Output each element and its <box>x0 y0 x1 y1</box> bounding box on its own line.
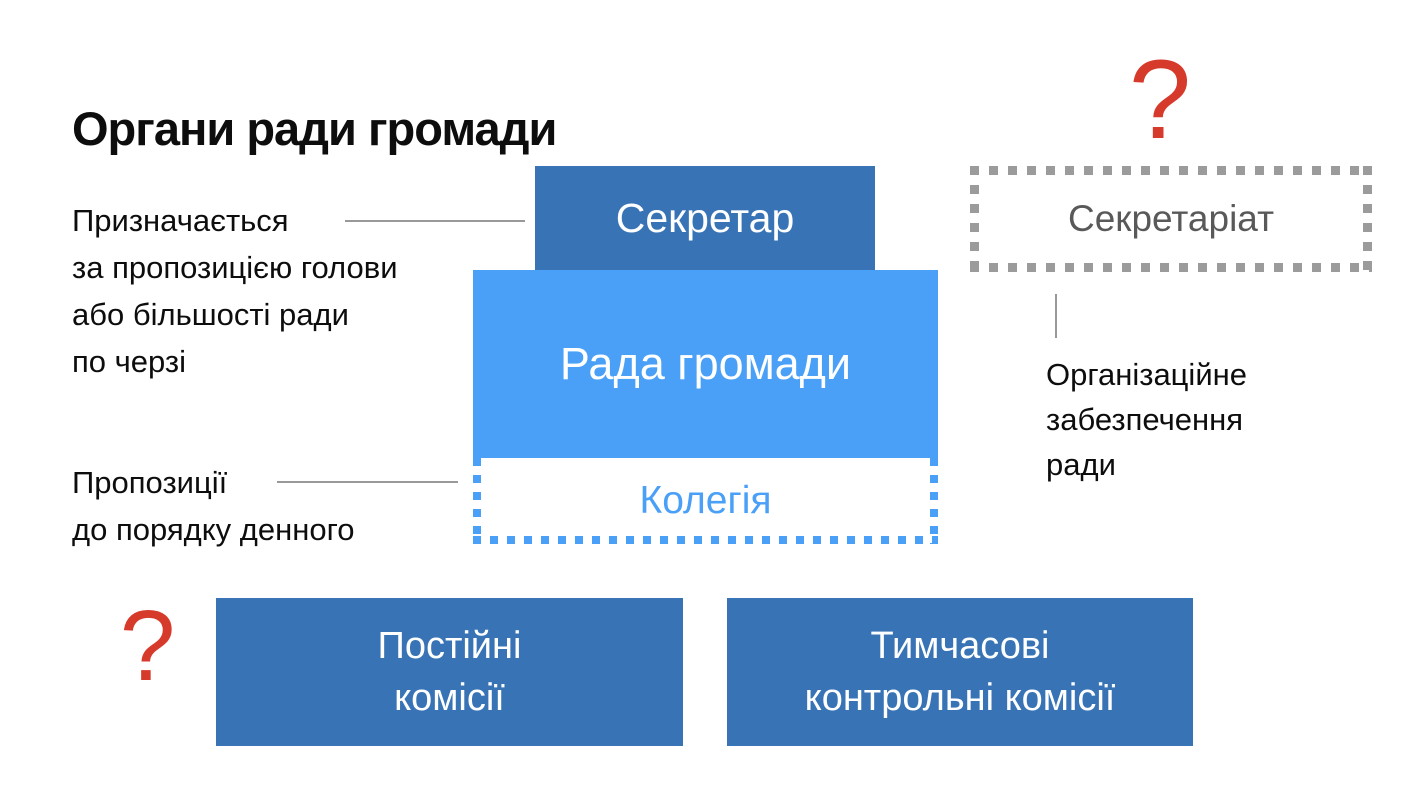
annotation-proposals: Пропозиції до порядку денного <box>72 459 354 553</box>
node-kolehiia: Колегія <box>473 458 938 544</box>
node-tymchasovi-komisii-line1: Тимчасові <box>870 625 1050 667</box>
connector-proposals-to-kolehiia <box>277 481 458 483</box>
node-postiini-komisii: Постійні комісії <box>216 598 683 746</box>
node-sekretar-label: Секретар <box>615 194 795 241</box>
node-sekretar: Секретар <box>535 166 875 270</box>
annotation-org-support-line2: забезпечення <box>1046 402 1244 437</box>
node-rada-hromady-label: Рада громади <box>559 338 852 389</box>
node-tymchasovi-komisii-line2: контрольні комісії <box>804 677 1116 719</box>
annotation-org-support-line3: ради <box>1046 447 1116 482</box>
question-mark-bottom: ? <box>119 590 176 702</box>
annotation-org-support-line1: Організаційне <box>1046 357 1248 392</box>
page-title: Органи ради громади <box>72 102 557 156</box>
annotation-proposals-line2: до порядку денного <box>72 512 355 547</box>
connector-sekretariat-to-orgsupport <box>1055 294 1057 338</box>
node-postiini-komisii-line1: Постійні <box>377 625 522 667</box>
node-sekretariat-label: Секретаріат <box>1067 198 1275 239</box>
annotation-appointment-line3: або більшості ради <box>72 297 349 332</box>
annotation-appointment-line1: Призначається <box>72 203 289 238</box>
annotation-org-support: Організаційне забезпечення ради <box>1046 352 1247 487</box>
annotation-proposals-line1: Пропозиції <box>72 465 228 500</box>
question-mark-top: ? <box>1128 37 1192 162</box>
annotation-appointment-line2: за пропозицією голови <box>72 250 398 285</box>
node-kolehiia-label: Колегія <box>639 479 772 522</box>
node-tymchasovi-komisii: Тимчасові контрольні комісії <box>727 598 1193 746</box>
annotation-appointment: Призначається за пропозицією голови або … <box>72 197 398 385</box>
node-sekretariat: Секретаріат <box>970 166 1372 272</box>
node-postiini-komisii-line2: комісії <box>394 677 505 719</box>
connector-appointment-to-sekretar <box>345 220 525 222</box>
annotation-appointment-line4: по черзі <box>72 344 187 379</box>
node-rada-hromady: Рада громади <box>473 270 938 458</box>
